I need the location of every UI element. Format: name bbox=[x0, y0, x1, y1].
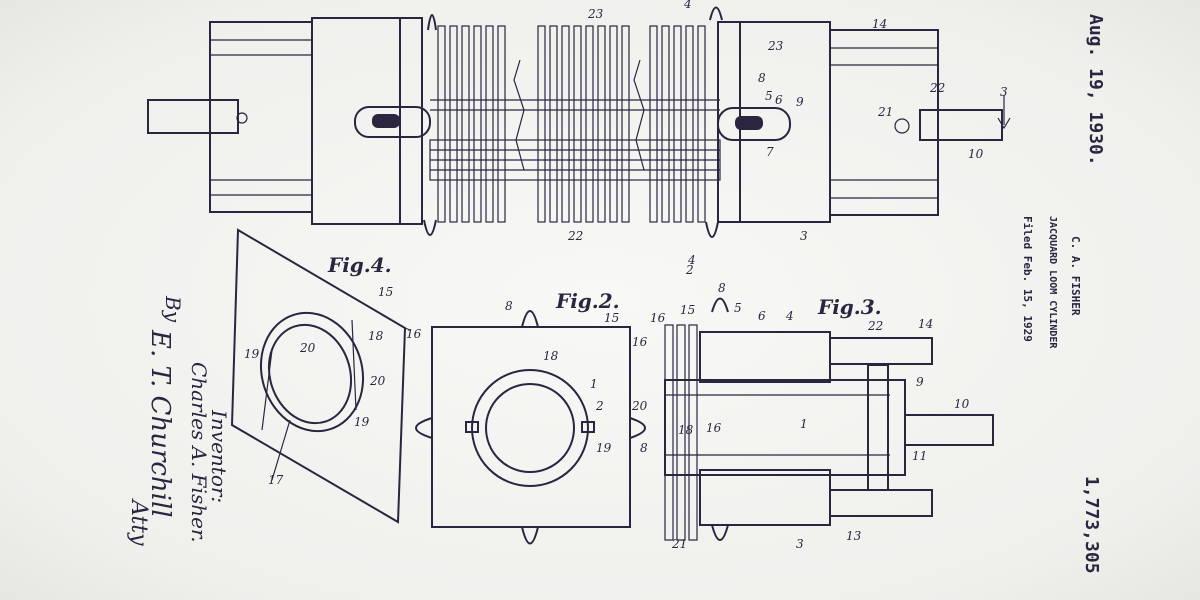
ref-fig3-2: 8 bbox=[718, 281, 726, 295]
ref-fig3-9: 10 bbox=[954, 397, 970, 411]
ref-fig2-7: 19 bbox=[596, 441, 612, 455]
ref-fig3-4: 6 bbox=[758, 309, 766, 323]
ref-fig1-1: 4 bbox=[683, 0, 692, 11]
fig1-drawing bbox=[147, 6, 1011, 238]
ref-fig2-5: 2 bbox=[595, 399, 604, 413]
ref-fig3-11: 18 bbox=[678, 423, 694, 437]
ref-fig1-14: 22 bbox=[929, 81, 945, 95]
ref-fig4-7: 17 bbox=[268, 473, 284, 487]
ref-fig1-3: 23 bbox=[767, 39, 784, 53]
ref-fig3-6: 22 bbox=[867, 319, 883, 333]
ref-fig1-2: 14 bbox=[872, 17, 887, 31]
fig3-drawing bbox=[664, 297, 994, 541]
fig2-ref-numerals: 8 15 16 18 1 2 20 19 8 bbox=[505, 299, 648, 455]
patent-number: 1,773,305 bbox=[1081, 476, 1102, 574]
inventor-name: Charles A. Fisher. bbox=[187, 362, 211, 543]
ref-fig1-5: 5 bbox=[765, 89, 773, 103]
ref-fig3-1: 15 bbox=[680, 303, 695, 317]
fig2-drawing bbox=[415, 310, 646, 545]
ref-fig3-8: 9 bbox=[916, 375, 924, 389]
ref-fig3-0: 16 bbox=[650, 311, 666, 325]
inventor-label: Inventor: bbox=[207, 409, 231, 503]
ref-fig4-3: 19 bbox=[244, 347, 260, 361]
ref-fig1-16: 2 bbox=[685, 263, 694, 277]
fig3-ref-numerals: 16 15 8 5 6 4 22 14 9 10 1 18 16 11 21 3… bbox=[650, 281, 970, 551]
fig1-teeth bbox=[437, 25, 706, 223]
ref-fig1-13: 3 bbox=[1000, 85, 1008, 99]
filed-date: Filed Feb. 15, 1929 bbox=[1021, 216, 1034, 342]
ref-fig1-8: 7 bbox=[766, 145, 774, 159]
ref-fig4-2: 16 bbox=[406, 327, 422, 341]
ref-fig2-3: 18 bbox=[543, 349, 559, 363]
fig4-label: Fig.4. bbox=[327, 253, 392, 277]
ref-fig1-10: 3 bbox=[800, 229, 808, 243]
ref-fig1-9: 22 bbox=[567, 229, 583, 243]
fig4-drawing bbox=[230, 228, 411, 524]
ref-fig4-5: 20 bbox=[369, 374, 386, 388]
ref-fig3-15: 3 bbox=[796, 537, 804, 551]
ref-fig1-0: 23 bbox=[587, 7, 604, 21]
ref-fig3-3: 5 bbox=[734, 301, 742, 315]
ref-fig2-0: 8 bbox=[505, 299, 513, 313]
ref-fig3-5: 4 bbox=[785, 309, 794, 323]
fig4-ref-numerals: 15 18 16 19 20 20 19 17 bbox=[244, 285, 422, 487]
attorney-signature: E. T. Churchill bbox=[145, 329, 175, 518]
ref-fig3-12: 16 bbox=[706, 421, 722, 435]
ref-fig3-16: 13 bbox=[846, 529, 862, 543]
ref-fig3-10: 1 bbox=[800, 417, 808, 431]
inventor-line: C. A. FISHER bbox=[1069, 236, 1082, 316]
ref-fig3-14: 21 bbox=[671, 537, 687, 551]
patent-title: JACQUARD LOOM CYLINDER bbox=[1047, 216, 1058, 349]
patent-date: Aug. 19, 1930. bbox=[1085, 14, 1106, 166]
ref-fig1-11: 21 bbox=[877, 105, 893, 119]
ref-fig1-7: 9 bbox=[796, 95, 804, 109]
fig3-label: Fig.3. bbox=[817, 295, 882, 319]
ref-fig1-4: 8 bbox=[758, 71, 766, 85]
ref-fig4-0: 15 bbox=[378, 285, 393, 299]
ref-fig2-4: 1 bbox=[590, 377, 598, 391]
ref-fig2-8: 8 bbox=[640, 441, 648, 455]
ref-fig2-2: 16 bbox=[632, 335, 648, 349]
fig2-label: Fig.2. bbox=[555, 289, 620, 313]
fig1-ref-numerals: 23 4 14 23 8 5 6 9 7 22 3 21 10 3 22 4 2 bbox=[567, 0, 1008, 277]
ref-fig4-4: 20 bbox=[299, 341, 316, 355]
by-label: By bbox=[161, 295, 185, 323]
ref-fig4-6: 19 bbox=[354, 415, 370, 429]
ref-fig2-1: 15 bbox=[604, 311, 619, 325]
ref-fig1-12: 10 bbox=[968, 147, 984, 161]
attorney-label: Atty bbox=[126, 498, 151, 546]
ref-fig1-15: 4 bbox=[687, 253, 696, 267]
ref-fig3-7: 14 bbox=[918, 317, 933, 331]
ref-fig2-6: 20 bbox=[631, 399, 648, 413]
ref-fig1-6: 6 bbox=[775, 93, 783, 107]
ref-fig3-13: 11 bbox=[912, 449, 927, 463]
ref-fig4-1: 18 bbox=[368, 329, 384, 343]
